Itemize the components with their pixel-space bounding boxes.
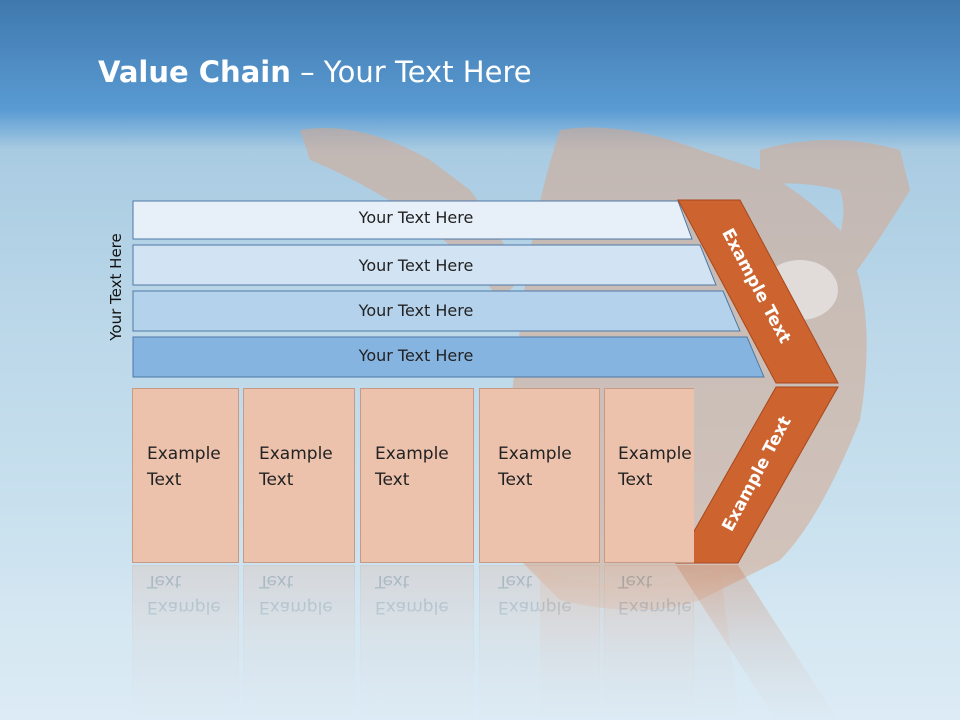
box-label-2-line1: Example <box>259 444 333 464</box>
bar-label-2: Your Text Here <box>358 256 474 275</box>
reflection-fade <box>0 565 960 720</box>
slide-title: Value Chain – Your Text Here <box>98 55 532 89</box>
arrow-shape-upper <box>677 199 839 384</box>
bar-shape-4 <box>132 336 765 378</box>
box-label-2: Example Text <box>259 441 333 493</box>
box-label-3-line2: Text <box>375 470 410 490</box>
bar-label-3: Your Text Here <box>358 301 474 320</box>
activity-box-1 <box>132 388 239 563</box>
bar-shape-2 <box>132 244 717 286</box>
activity-box-5 <box>604 388 694 563</box>
box-label-2-line2: Text <box>259 470 294 490</box>
bar-label-4: Your Text Here <box>358 346 474 365</box>
box-label-5-line2: Text <box>618 470 653 490</box>
box-label-4-line2: Text <box>498 470 533 490</box>
activity-box-4 <box>479 388 600 563</box>
box-label-4-line1: Example <box>498 444 572 464</box>
activity-box-3 <box>360 388 474 563</box>
box-label-5: Example Text <box>618 441 692 493</box>
bar-shape-3 <box>132 290 741 332</box>
box-label-3: Example Text <box>375 441 449 493</box>
box-label-1-line1: Example <box>147 444 221 464</box>
box-label-1-line2: Text <box>147 470 182 490</box>
box-label-1: Example Text <box>147 441 221 493</box>
box-label-4: Example Text <box>498 441 572 493</box>
box-label-3-line1: Example <box>375 444 449 464</box>
arrow-shape-lower <box>675 386 839 564</box>
activity-box-2 <box>243 388 355 563</box>
bar-shape-1 <box>132 200 693 240</box>
title-bold: Value Chain <box>98 55 291 89</box>
box-label-5-line1: Example <box>618 444 692 464</box>
title-rest: – Your Text Here <box>290 55 532 89</box>
bar-label-1: Your Text Here <box>358 208 474 227</box>
